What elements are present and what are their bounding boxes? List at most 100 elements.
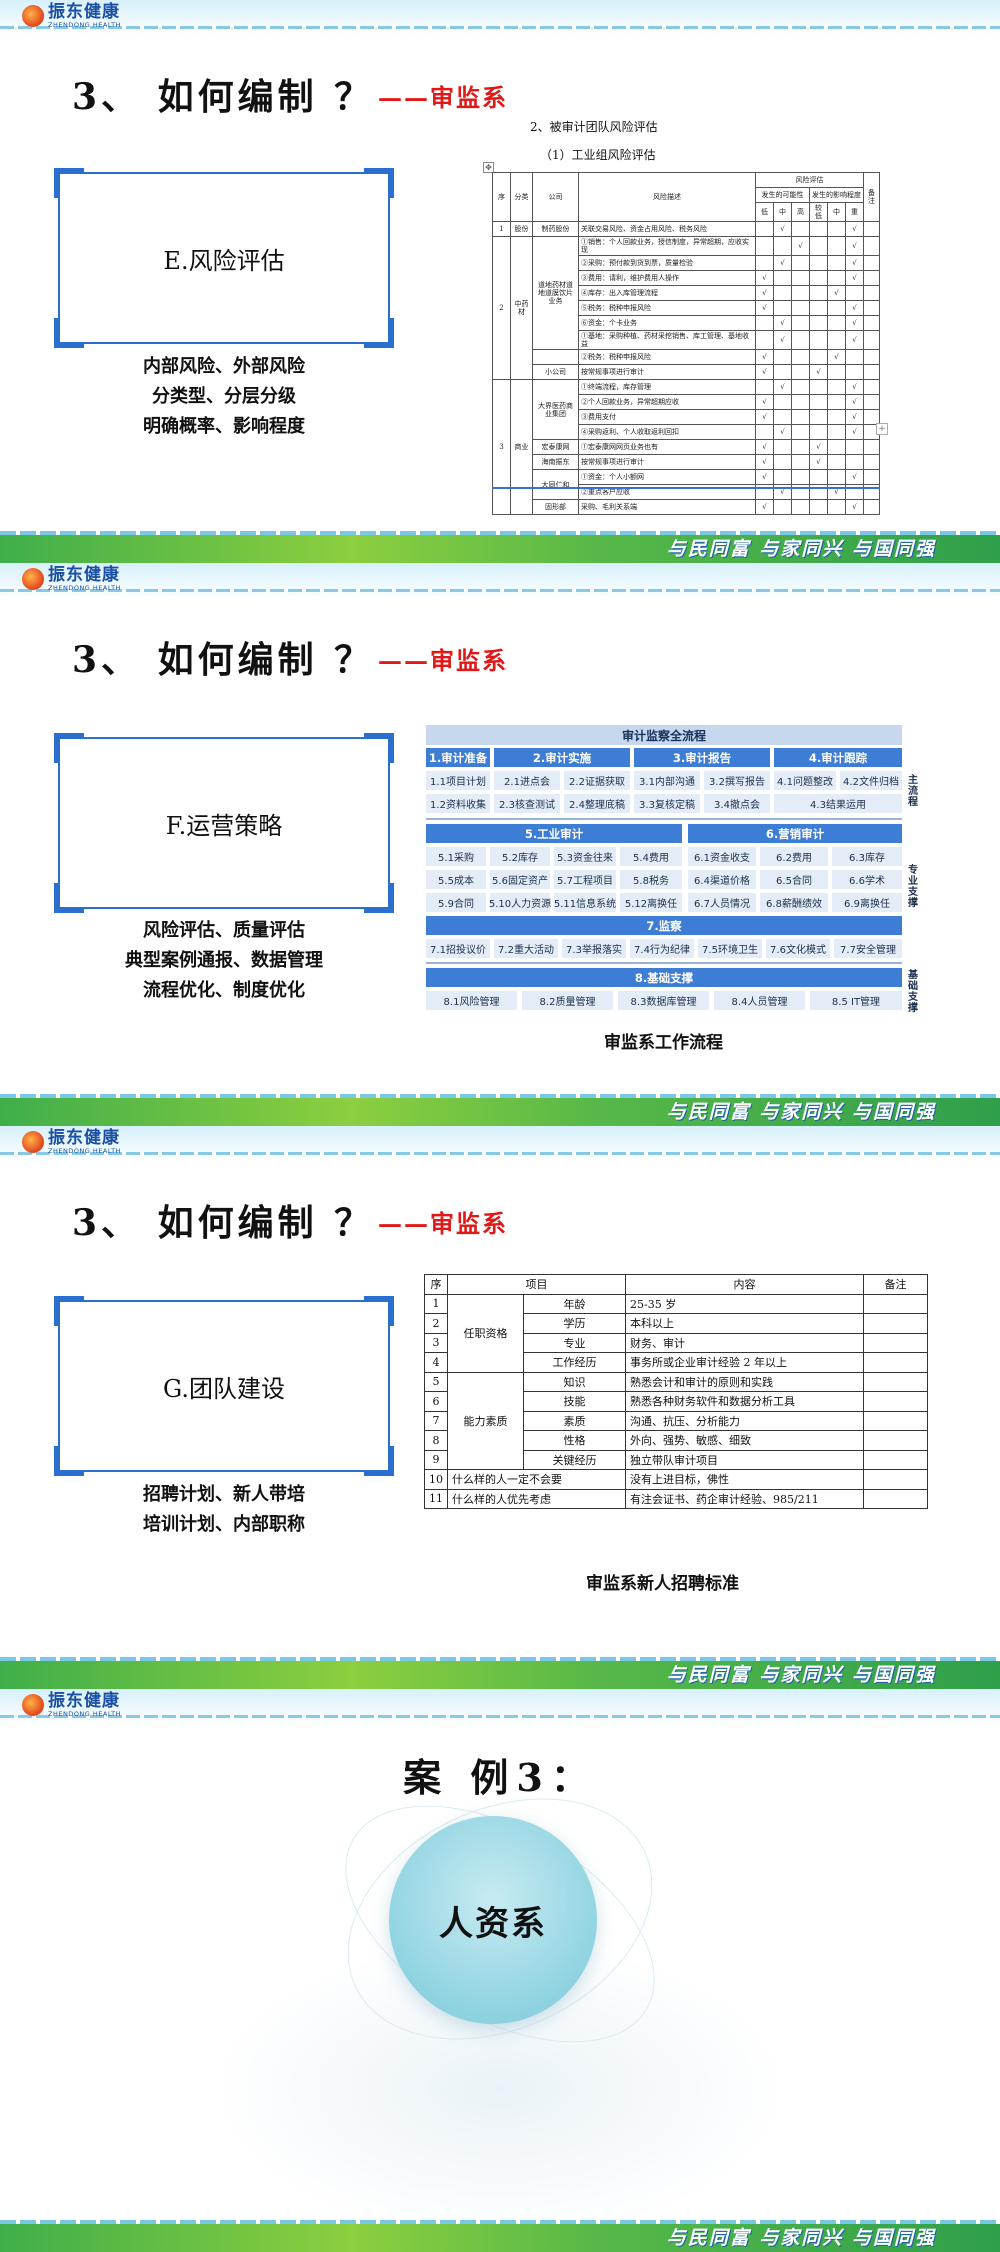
header-decoration [0, 26, 1000, 29]
table-row: 1 任职资格 年龄 25-35 岁 [424, 1293, 928, 1373]
row-risk-desc: ①终端流程，库存管理 [578, 379, 756, 395]
flow-step: 5.12离换任 [620, 893, 682, 912]
flow-stage: 5.工业审计 [426, 824, 682, 843]
row-eval-mark [809, 424, 828, 440]
table-row: 7 素质 沟通、抗压、分析能力 [424, 1410, 928, 1431]
flow-step: 5.11信息系统 [554, 893, 616, 912]
row-risk-desc: ②采购：预付款到货到票，质量检验 [578, 255, 756, 271]
row-risk-desc: ③费用支付 [578, 409, 756, 425]
row-eval-mark [827, 439, 846, 455]
flow-stage: 4.审计跟踪 [774, 748, 902, 767]
row-eval-mark [827, 409, 846, 425]
table-row: 海南振东按常规事项进行审计√√ [493, 454, 880, 470]
row-eval-mark [791, 439, 810, 455]
row-item: 关键经历 [523, 1449, 626, 1470]
row-eval-mark: √ [755, 469, 774, 485]
flow-step: 7.4行为纪律 [630, 939, 694, 958]
bullet-item: 招聘计划、新人带培 [143, 1484, 305, 1505]
row-remark [863, 499, 880, 515]
row-eval-mark [845, 349, 864, 365]
footer-decoration [0, 1094, 1000, 1098]
row-remark [863, 1488, 928, 1509]
table-row: 3 专业 财务、审计 [424, 1332, 928, 1353]
row-risk-desc: ②个人回款业务，异常超期应收 [578, 394, 756, 410]
logo-icon [22, 1131, 44, 1154]
row-eval-mark: √ [773, 330, 792, 350]
row-remark [863, 1430, 928, 1451]
row-eval-mark: √ [827, 349, 846, 365]
row-eval-mark [827, 454, 846, 470]
flow-step: 4.2文件归档 [840, 771, 902, 790]
table-row: 10 什么样的人一定不会要 没有上进目标，佛性 [424, 1469, 928, 1490]
bullet-list: 招聘计划、新人带培 培训计划、内部职称 [58, 1480, 390, 1540]
header-strip: 振东健康 ZHENDONG HEALTH [0, 563, 1000, 599]
row-eval-mark [791, 300, 810, 316]
add-column-button[interactable]: + [876, 423, 888, 435]
row-eval-mark: √ [773, 315, 792, 331]
row-seq: 2 [492, 236, 511, 380]
table-row: 6 技能 熟悉各种财务软件和数据分析工具 [424, 1391, 928, 1412]
flow-step: 2.3核查测试 [494, 794, 560, 813]
row-eval-mark [773, 270, 792, 286]
row-eval-mark [809, 330, 828, 350]
flow-step: 8.4人员管理 [714, 991, 805, 1010]
row-company: 宏泰康网 [532, 439, 579, 455]
footer-slogan: 与民同富 与家同兴 与国同强 [666, 2227, 936, 2249]
flow-step: 6.9离换任 [832, 893, 902, 912]
col-content: 内容 [625, 1274, 864, 1295]
row-content: 25-35 岁 [625, 1293, 864, 1314]
logo-icon [22, 5, 44, 28]
row-number: 6 [424, 1391, 448, 1412]
footer-strip: 与民同富 与家同兴 与国同强 [0, 2224, 1000, 2252]
row-eval-mark [755, 236, 774, 256]
row-company: 大同仁和 [532, 469, 579, 500]
row-eval-mark [809, 255, 828, 271]
row-eval-mark [791, 499, 810, 515]
row-item: 素质 [523, 1410, 626, 1431]
case-title: 案 例3： [403, 1755, 597, 1800]
header-decoration [0, 589, 1000, 592]
row-remark [863, 1371, 928, 1392]
case-circle: 人资系 [389, 1816, 597, 2024]
flow-caption: 审监系工作流程 [604, 1033, 723, 1053]
table-subcaption: （1）工业组风险评估 [540, 148, 656, 162]
col-probability: 发生的可能性 [755, 187, 810, 203]
row-eval-mark [827, 499, 846, 515]
row-company: 小公司 [532, 364, 579, 380]
row-risk-desc: ⑥资金：个卡业务 [578, 315, 756, 331]
row-risk-desc: ①资金：个人小额网 [578, 469, 756, 485]
col-risk-desc: 风险描述 [578, 172, 756, 222]
flow-step: 1.1项目计划 [426, 771, 490, 790]
row-company: 固形部 [532, 499, 579, 515]
row-content: 独立带队审计项目 [625, 1449, 864, 1470]
col-seq: 序 [492, 172, 511, 222]
table-move-handle[interactable]: ✥ [483, 162, 494, 173]
row-eval-mark [809, 349, 828, 365]
table-row: 8 性格 外向、强势、敏感、细致 [424, 1430, 928, 1451]
flow-step: 3.2撰写报告 [704, 771, 770, 790]
flow-separator [426, 818, 902, 820]
bullet-list: 风险评估、质量评估 典型案例通报、数据管理 流程优化、制度优化 [58, 916, 390, 1006]
row-number: 1 [424, 1293, 448, 1314]
row-eval-mark [827, 270, 846, 286]
row-number: 4 [424, 1352, 448, 1373]
col-high: 高 [791, 202, 810, 222]
row-remark [863, 1391, 928, 1412]
bullet-item: 分类型、分层分级 [152, 386, 296, 407]
row-eval-mark: √ [755, 285, 774, 301]
flow-title: 审计监察全流程 [426, 725, 902, 745]
logo-cn-text: 振东健康 [48, 1691, 120, 1711]
col-low: 低 [755, 202, 774, 222]
table-row: ⑥资金：个卡业务√√ [493, 315, 880, 331]
flow-step: 6.2费用 [760, 847, 828, 866]
row-risk-desc: ①基地：采购种植、药材采挖销售、库工管理、基地收益 [578, 330, 756, 350]
flow-step: 7.3举报落实 [562, 939, 626, 958]
flow-step: 7.2重大活动 [494, 939, 558, 958]
header-decoration [0, 1715, 1000, 1718]
logo-cn-text: 振东健康 [48, 2, 120, 22]
footer-decoration [0, 1657, 1000, 1661]
row-risk-desc: ①宏泰康网网页业务也有 [578, 439, 756, 455]
row-eval-mark [827, 469, 846, 485]
row-eval-mark [809, 221, 828, 237]
flow-step: 5.7工程项目 [554, 870, 616, 889]
